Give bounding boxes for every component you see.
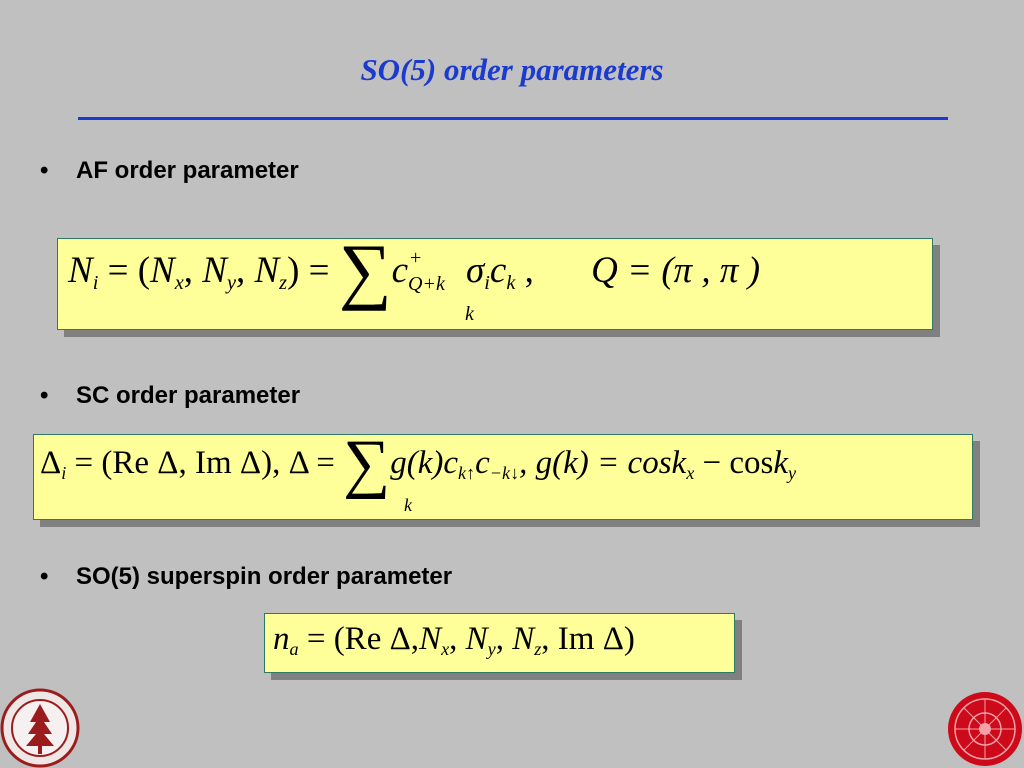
bullet-label: SO(5) superspin order parameter <box>76 563 453 590</box>
sc-equation-box: Δi = (Re Δ, Im Δ), Δ = ∑g(k)ck↑c−k↓, g(k… <box>33 426 973 520</box>
summation-symbol: ∑ <box>343 426 391 500</box>
bullet-dot: • <box>40 382 49 409</box>
stanford-seal-icon <box>0 688 80 768</box>
sc-equation: Δi = (Re Δ, Im Δ), Δ = ∑g(k)ck↑c−k↓, g(k… <box>40 426 797 500</box>
bullet-label: AF order parameter <box>76 157 299 184</box>
page-title: SO(5) order parameters <box>360 52 664 87</box>
red-seal-icon <box>948 692 1022 766</box>
bullet-so5: • SO(5) superspin order parameter <box>40 563 452 591</box>
so5-equation-box: na = (Re Δ,Nx, Ny, Nz, Im Δ) <box>264 613 735 673</box>
sum-index: k <box>465 303 474 325</box>
title-divider <box>78 117 948 120</box>
bullet-af: • AF order parameter <box>40 157 299 185</box>
bullet-sc: • SC order parameter <box>40 382 300 410</box>
sum-index: k <box>404 495 412 515</box>
so5-equation: na = (Re Δ,Nx, Ny, Nz, Im Δ) <box>273 621 635 660</box>
bullet-label: SC order parameter <box>76 382 301 409</box>
summation-symbol: ∑ <box>338 230 392 313</box>
bullet-dot: • <box>40 563 49 590</box>
bullet-dot: • <box>40 157 49 184</box>
